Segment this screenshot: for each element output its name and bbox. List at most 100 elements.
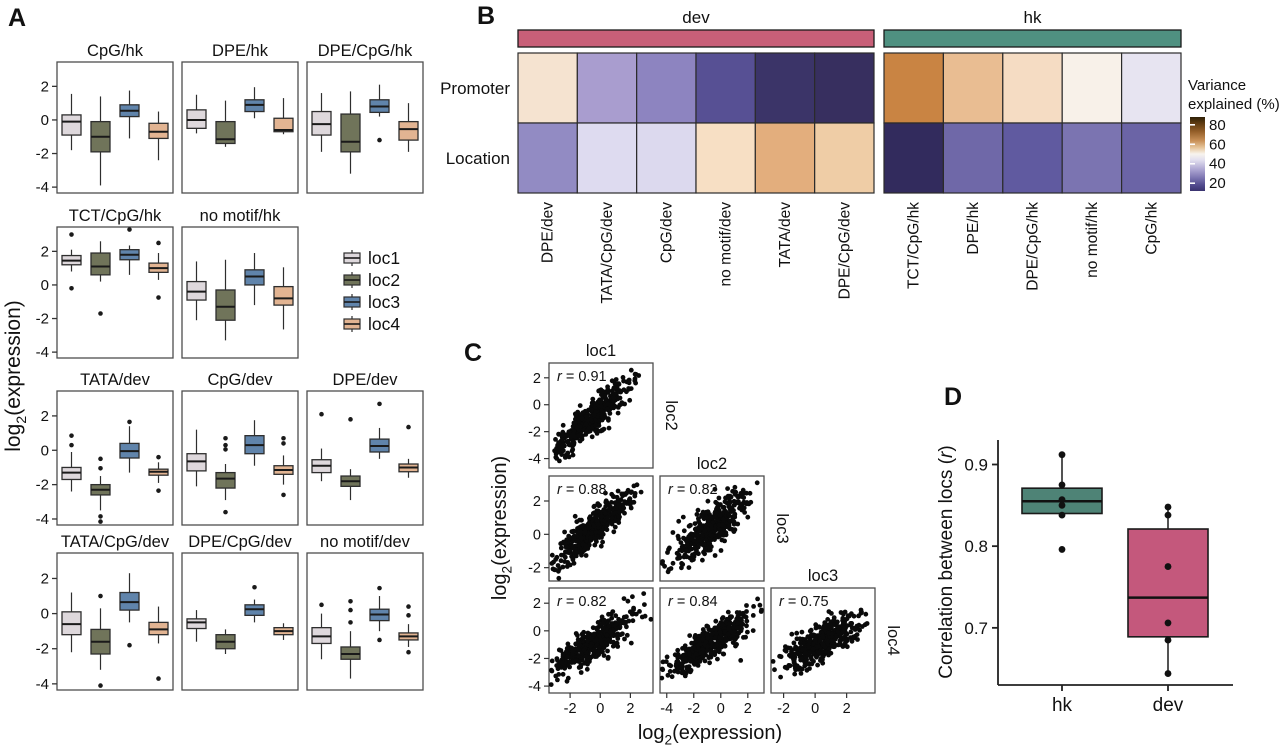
x-tick-label: -2 [564,701,577,717]
heat-cell-location [883,122,945,194]
panel-a-label: A [8,4,27,32]
y-tick-label: 0 [41,442,49,459]
legend-label: loc4 [368,314,400,334]
column-label: TATA/dev [777,202,794,268]
y-tick-label: 2 [533,494,541,510]
scatter-col-title: loc1 [586,342,616,360]
x-tick-label: -2 [687,701,700,717]
heat-cell-promoter [636,52,697,124]
box-dev [1127,528,1209,638]
group-bar-dev [517,29,875,48]
group-title-hk: hk [1024,8,1042,27]
box-loc2 [90,252,111,276]
y-tick-label: 0 [41,277,49,294]
box-loc2 [215,471,236,489]
x-category-label: hk [1052,695,1073,716]
scatter-points [660,596,764,681]
y-tick-label: 2 [41,408,49,425]
scatter-row-strip: loc3 [773,513,791,543]
scatter-col-title: loc2 [697,455,727,473]
y-tick-label: -4 [36,179,49,196]
r-value: r = 0.84 [668,594,718,610]
subplot-title: no motif/hk [200,207,281,225]
y-tick-label: 0 [41,112,49,129]
heat-cell-location [576,122,638,194]
y-tick-label: -2 [36,146,49,163]
heat-cell-promoter [942,52,1004,124]
heat-cell-promoter [1061,52,1123,124]
column-label: DPE/CpG/dev [836,202,853,300]
x-tick-label: 2 [744,701,752,717]
x-tick-label: -2 [777,701,790,717]
column-label: DPE/dev [540,202,557,263]
y-tick-label: 2 [41,570,49,587]
scatter-row-strip: loc2 [662,400,680,430]
colorbar-tick: 20 [1209,175,1226,192]
r-value: r = 0.75 [779,594,829,610]
heat-cell-location [814,122,875,194]
column-label: no motif/hk [1084,202,1101,278]
column-label: TCT/CpG/hk [906,202,923,289]
colorbar-title-2: explained (%) [1188,96,1280,113]
x-tick-label: 0 [717,701,725,717]
y-tick-label: -2 [528,651,541,667]
panel-c-xlabel: log2(expression) [638,722,782,748]
column-label: CpG/hk [1143,202,1160,255]
scatter-points [771,607,870,680]
x-tick-label: 0 [596,701,604,717]
box-loc2 [340,113,361,153]
y-tick-label: 2 [533,596,541,612]
subplot-title: DPE/CpG/dev [188,533,292,551]
scatter-points [660,480,760,575]
heat-cell-promoter [576,52,638,124]
y-tick-label: -2 [36,477,49,494]
y-tick-label: -4 [36,511,49,528]
r-value: r = 0.82 [557,594,607,610]
heat-cell-location [695,122,756,194]
x-tick-label: 2 [843,701,851,717]
subplot-title: no motif/dev [320,533,411,551]
subplot-title: CpG/hk [87,42,144,60]
subplot-title: TATA/CpG/dev [61,533,170,551]
colorbar-tick: 60 [1209,136,1226,153]
y-tick-label: -4 [36,676,49,693]
box-loc4 [273,285,294,306]
y-tick-label: -4 [36,344,49,361]
legend-label: loc1 [368,248,400,268]
y-tick-label: 2 [41,78,49,95]
row-label-location: Location [446,149,510,168]
heat-cell-location [1002,122,1063,194]
y-tick-label: 0 [533,527,541,543]
heat-cell-promoter [814,52,875,124]
legend-label: loc3 [368,292,400,312]
box-loc4 [273,117,294,133]
subplot-title: DPE/CpG/hk [318,42,413,60]
y-tick-label: -4 [528,679,541,695]
row-label-promoter: Promoter [440,79,510,98]
y-tick-label: -2 [528,425,541,441]
panel-d-ylabel: Correlation between locs (r) [936,445,957,678]
legend-label: loc2 [368,270,400,290]
heat-cell-location [1061,122,1123,194]
box-loc2 [215,120,236,145]
y-tick-label: 0.7 [964,619,988,638]
heat-cell-promoter [1120,52,1182,124]
heat-cell-promoter [1002,52,1063,124]
scatter-row-strip: loc4 [884,625,902,655]
colorbar-tick: 40 [1209,156,1226,173]
subplot-title: TATA/dev [80,371,150,389]
box-loc1 [186,618,207,630]
subplot-title: CpG/dev [207,371,273,389]
r-value: r = 0.82 [668,482,718,498]
panel-a-ylabel: log2(expression) [2,300,30,452]
subplot-title: DPE/hk [212,42,269,60]
y-tick-label: 2 [533,371,541,387]
y-tick-label: 0 [533,624,541,640]
box-loc2 [215,289,236,321]
heat-cell-location [754,122,816,194]
y-tick-label: 0.9 [964,456,988,475]
